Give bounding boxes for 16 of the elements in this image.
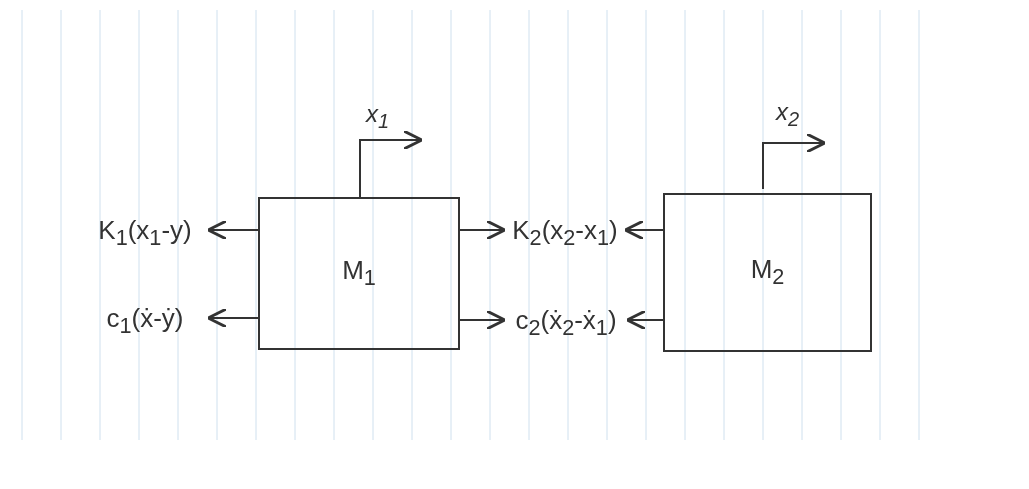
mass-label: M$_{2}$ bbox=[750, 254, 785, 291]
force-arrow bbox=[206, 307, 259, 329]
force-arrow bbox=[623, 219, 664, 241]
force-arrow bbox=[459, 309, 507, 331]
force-arrow bbox=[459, 219, 507, 241]
force-arrow bbox=[206, 219, 259, 241]
displacement-label: x$_{2}$ bbox=[776, 98, 800, 131]
force-label: K$_{2}$(x$_{2}$-x$_{1}$) bbox=[505, 208, 625, 252]
force-label: c$_{2}$(ẋ$_{2}$-ẋ$_{1}$) bbox=[505, 298, 627, 342]
mass-label: M$_{1}$ bbox=[342, 255, 376, 292]
force-label: c$_{1}$(ẋ-ẏ) bbox=[82, 296, 208, 340]
displacement-label: x$_{1}$ bbox=[366, 100, 390, 133]
force-arrow bbox=[625, 309, 664, 331]
force-label: K$_{1}$(x$_{1}$-y) bbox=[82, 208, 208, 252]
mass-block bbox=[258, 197, 460, 350]
mass-block bbox=[663, 193, 872, 352]
